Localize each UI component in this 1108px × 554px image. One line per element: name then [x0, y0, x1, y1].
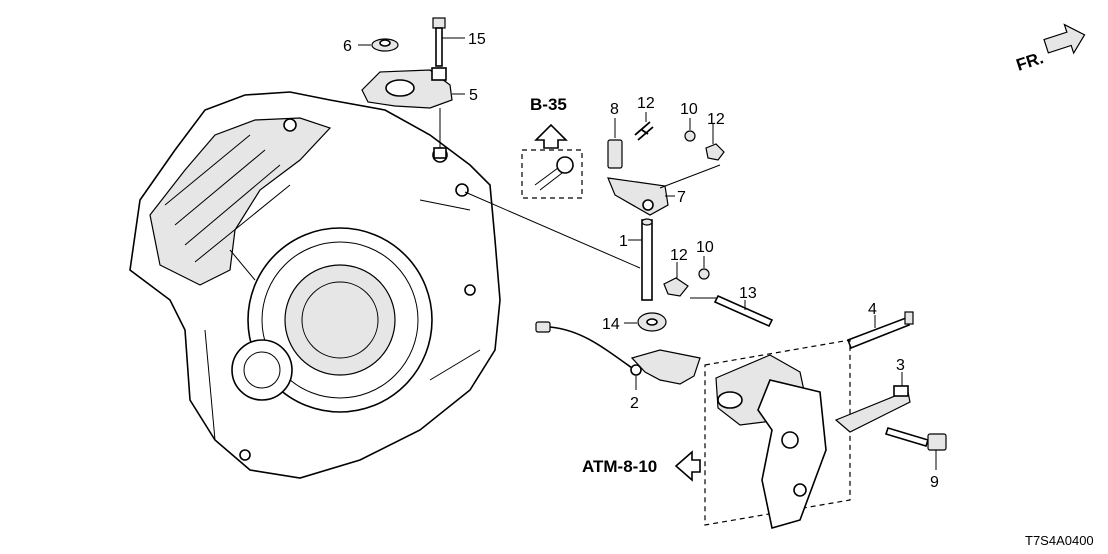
part-9-bolt [884, 427, 947, 451]
part-10-upper-bolt [684, 130, 696, 142]
left-arrow-icon [674, 450, 701, 482]
callout-10-upper: 10 [680, 101, 698, 118]
part-8 [607, 139, 623, 169]
part-6-washer [371, 38, 399, 52]
callout-7: 7 [677, 189, 686, 206]
callout-10-lower: 10 [696, 239, 714, 256]
reference-b35: B-35 [521, 95, 583, 199]
callout-15: 15 [468, 31, 486, 48]
up-arrow-icon [534, 123, 568, 149]
front-direction-indicator: FR. [1014, 23, 1086, 75]
part-15-bolt [432, 17, 446, 67]
callout-9: 9 [930, 474, 939, 491]
part-12-lower [663, 277, 689, 297]
part-14-bearing [637, 312, 667, 332]
assembly-boundary [704, 339, 851, 526]
part-4-rod [846, 311, 914, 350]
direction-label: FR. [1014, 48, 1046, 75]
atm-label: ATM-8-10 [582, 457, 657, 476]
callout-13: 13 [739, 285, 757, 302]
callout-2: 2 [630, 395, 639, 412]
transmission-housing [129, 91, 501, 479]
part-13-pin [713, 294, 774, 328]
reference-atm: ATM-8-10 [582, 450, 701, 482]
callout-14: 14 [602, 316, 620, 333]
callout-8: 8 [610, 101, 619, 118]
callout-4: 4 [868, 301, 877, 318]
part-12-upper [705, 143, 725, 161]
callout-6: 6 [343, 38, 352, 55]
diagram-code: T7S4A0400 [1025, 533, 1094, 548]
part-11-clip [634, 121, 654, 141]
part-10-lower-bolt [698, 268, 710, 280]
control-assembly [715, 354, 827, 530]
part-3-plate [834, 385, 911, 433]
part-1-shaft [641, 218, 653, 301]
callout-5: 5 [469, 87, 478, 104]
part-7-bracket [607, 177, 669, 216]
callout-12-lower: 12 [670, 247, 688, 264]
part-2-cable-lever [535, 321, 701, 385]
callout-1: 1 [619, 233, 628, 250]
callout-12-upper: 12 [707, 111, 725, 128]
part-5-range-sensor [361, 67, 453, 109]
arrow-right-icon [1043, 23, 1086, 55]
callout-11: 12 [637, 95, 655, 112]
b35-label: B-35 [530, 95, 567, 114]
callout-3: 3 [896, 357, 905, 374]
